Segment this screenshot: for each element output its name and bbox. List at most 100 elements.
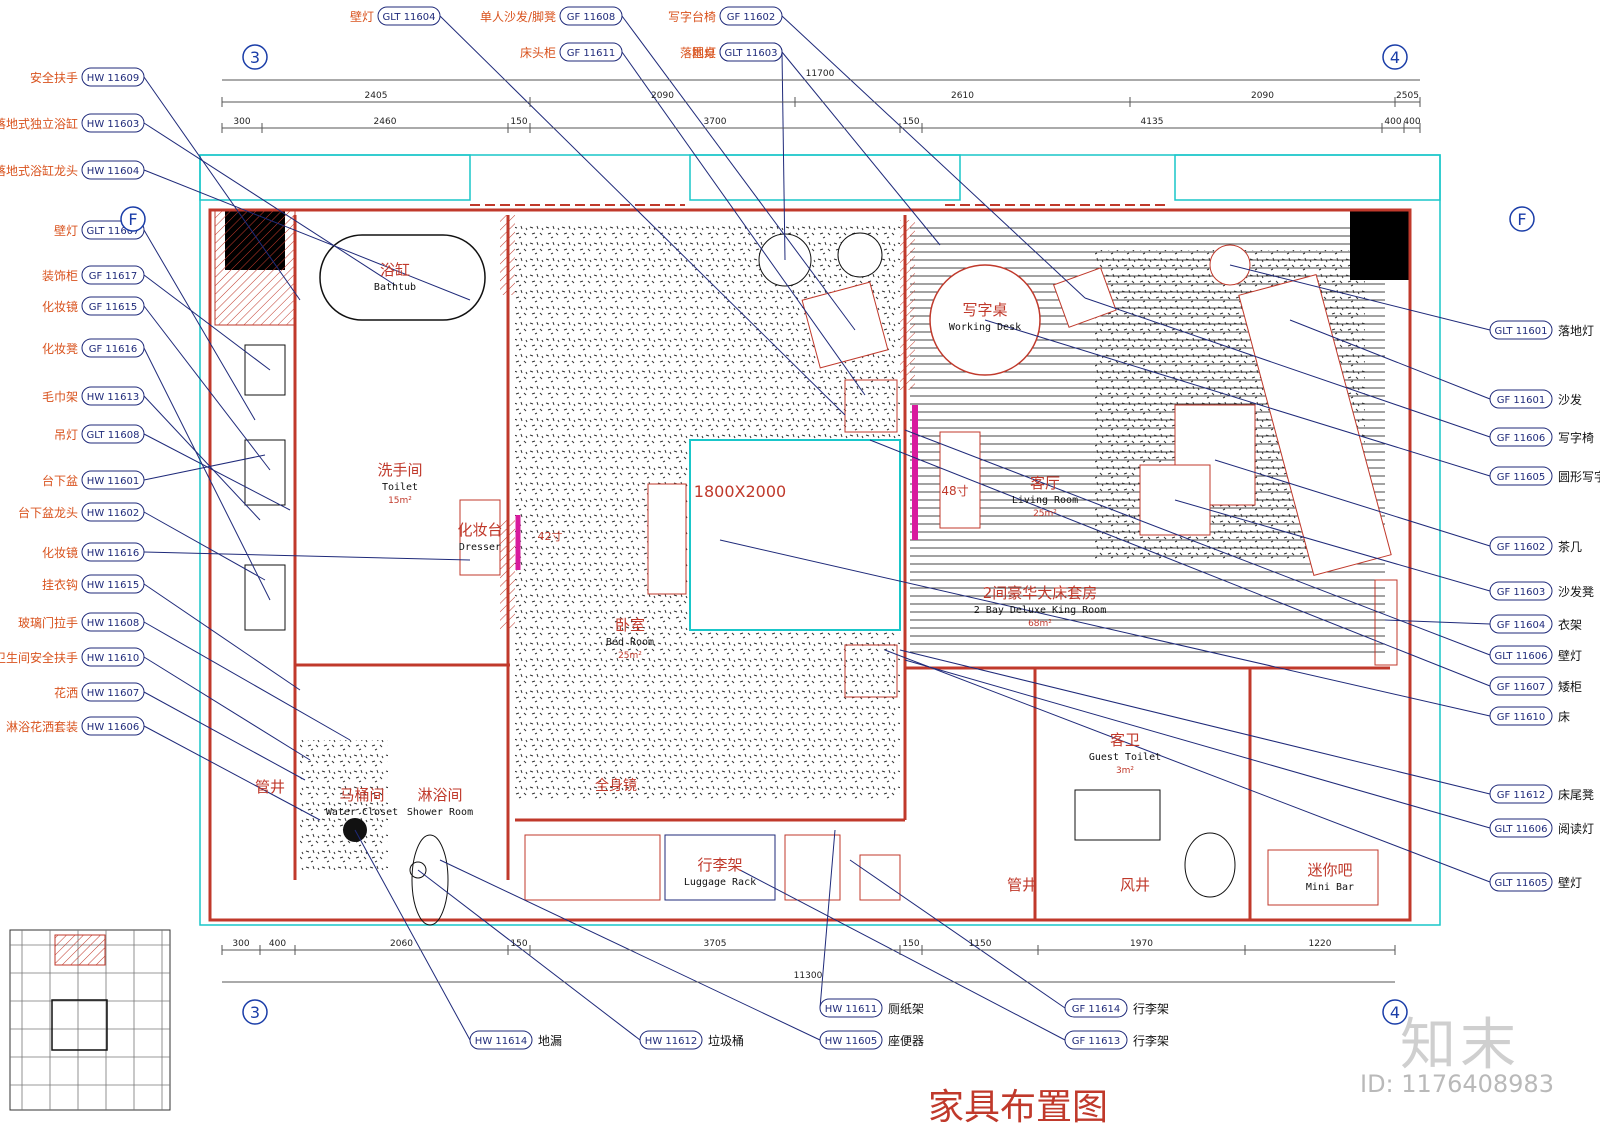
left-tag-12-badge	[81, 574, 145, 594]
left-tag-16-leader	[143, 725, 321, 821]
bottom-tag-5-code: GF 11613	[1072, 1036, 1121, 1047]
left-tag-3-leader	[143, 229, 256, 421]
closet-left	[524, 834, 661, 901]
left-tag-0-code: HW 11609	[87, 73, 139, 84]
bed-bench	[647, 483, 687, 595]
axis-f-right-text: F	[1517, 210, 1526, 229]
room-toilet-cn: 洗手间	[377, 461, 422, 479]
left-tag-13: HW 11608 玻璃门拉手	[18, 612, 351, 741]
axis-f-left-circle	[120, 206, 146, 232]
right-tag-5-badge	[1489, 581, 1553, 601]
right-tag-11-label: 阅读灯	[1558, 822, 1594, 836]
right-tag-7-label: 壁灯	[1558, 648, 1582, 663]
top-tag-2-badge	[559, 6, 623, 26]
top-tag-1-leader	[621, 51, 866, 396]
room-living-en: Living Room	[1012, 495, 1078, 506]
axis-f-left: F	[120, 206, 146, 232]
dim-bottom-row-label-0: 300	[232, 939, 249, 949]
outer-wall	[208, 208, 1412, 922]
dim-top-row1-label-3: 2090	[1251, 91, 1274, 101]
bottom-tag-4-label: 座便器	[888, 1033, 924, 1048]
room-mini-bar-cn: 迷你吧	[1307, 861, 1352, 879]
left-tag-4-leader	[143, 274, 271, 371]
bottom-tag-5-label: 行李架	[1133, 1033, 1169, 1048]
left-tag-14-code: HW 11610	[87, 653, 139, 664]
right-tag-6-label: 衣架	[1558, 617, 1582, 632]
nightstand-bottom	[844, 644, 898, 698]
bottom-tag-3-leader	[417, 869, 641, 1041]
right-tag-10-leader	[899, 649, 1491, 795]
coat-rack	[1374, 579, 1398, 666]
axis-f-right: F	[1509, 206, 1535, 232]
guest-toilet-bowl	[1184, 832, 1236, 898]
axis-3-bottom-text: 3	[250, 1003, 260, 1022]
left-tag-9-badge	[81, 470, 145, 490]
nightstand-top	[844, 379, 898, 433]
left-tag-10-leader	[143, 511, 266, 581]
right-tag-1-label: 沙发	[1558, 392, 1582, 407]
right-tag-8-badge	[1489, 676, 1553, 696]
cabinet-box	[244, 344, 286, 396]
right-tag-3-badge	[1489, 466, 1553, 486]
axis-4-bottom: 4	[1382, 999, 1408, 1025]
left-tag-12-code: HW 11615	[87, 580, 139, 591]
axis-4-bottom-circle	[1382, 999, 1408, 1025]
room-water-closet-en: Water Closet	[326, 807, 398, 818]
room-bedroom-cn: 卧室	[615, 616, 645, 634]
sink-1	[244, 439, 286, 506]
left-tag-5-code: GF 11615	[89, 302, 138, 313]
top-tag-1-code: GF 11611	[567, 48, 616, 59]
left-tag-16-badge	[81, 716, 145, 736]
dim-top-total: 11700	[222, 69, 1420, 81]
left-tag-8-leader	[143, 433, 291, 511]
dim-top-row2-label-2: 150	[510, 117, 527, 127]
right-tag-7-badge	[1489, 645, 1553, 665]
left-tag-9-leader	[143, 454, 266, 481]
room-toilet-en: Toilet	[382, 482, 418, 493]
top-tag-4-badge	[719, 6, 783, 26]
left-tag-0-leader	[143, 76, 301, 301]
bottom-tag-2-badge	[469, 1030, 533, 1050]
right-tag-12-code: GLT 11605	[1494, 878, 1547, 889]
left-tag-13-code: HW 11608	[87, 618, 139, 629]
left-tag-1-code: HW 11603	[87, 119, 139, 130]
axis-3-top-circle	[242, 44, 268, 70]
label-air-shaft: 风井	[1120, 876, 1150, 894]
left-tag-14-leader	[143, 656, 311, 761]
top-tag-3-label: 圆桌	[692, 46, 716, 60]
right-tag-11-leader	[904, 659, 1491, 829]
left-tag-16-code: HW 11606	[87, 722, 139, 733]
left-tag-13-label: 玻璃门拉手	[18, 615, 78, 630]
right-tag-4-label: 茶几	[1558, 539, 1582, 554]
label-tv: 48寸	[941, 484, 968, 498]
left-tag-7-code: HW 11613	[87, 392, 139, 403]
left-tag-14-badge	[81, 647, 145, 667]
room-living-cn: 客厅	[1030, 474, 1060, 492]
room-bathtub-en: Bathtub	[374, 282, 416, 293]
top-tag-0-leader	[439, 15, 846, 416]
axis-3-bottom: 3	[242, 999, 268, 1025]
label-shaft-left: 管井	[255, 778, 285, 796]
right-tag-3-label: 圆形写字台	[1558, 469, 1600, 484]
top-tag-2-label: 单人沙发/脚凳	[480, 9, 556, 24]
right-tag-3-leader	[984, 319, 1491, 477]
right-tag-9-code: GF 11610	[1497, 712, 1546, 723]
room-bedroom-en: Bed Room	[606, 637, 654, 648]
left-tag-0-badge	[81, 67, 145, 87]
left-tag-8-badge	[81, 424, 145, 444]
top-tag-0-badge	[377, 6, 441, 26]
brand-watermark: 知末	[1400, 1013, 1520, 1078]
hatched-wall-left	[214, 209, 296, 326]
hatched-wall-mid2	[500, 520, 515, 630]
